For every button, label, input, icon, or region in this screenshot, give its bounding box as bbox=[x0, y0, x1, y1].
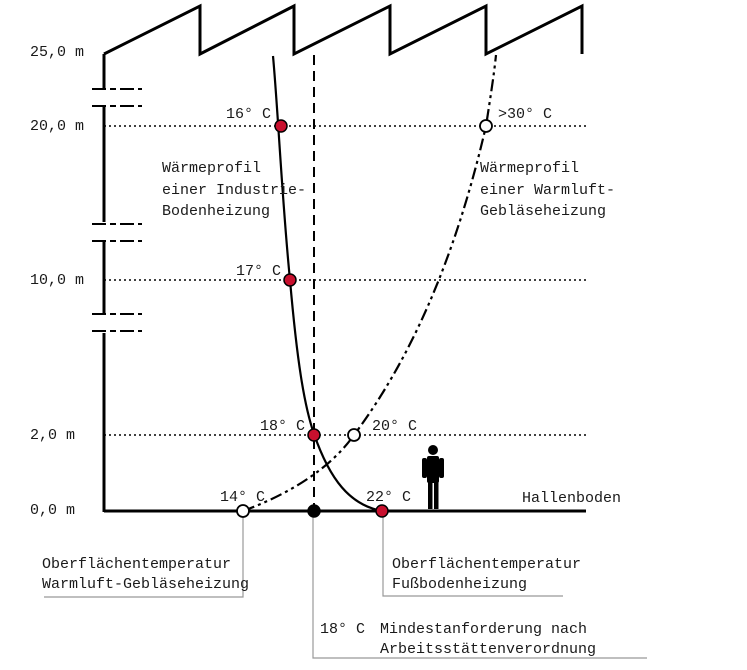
height-label-0: 0,0 m bbox=[30, 502, 75, 519]
temperature-labels: 16° C 17° C 18° C 22° C >30° C 20° C 14°… bbox=[220, 106, 552, 506]
wall-break-marks bbox=[92, 88, 142, 332]
height-label-10: 10,0 m bbox=[30, 272, 84, 289]
floor-profile-title: Wärmeprofil einer Industrie- Bodenheizun… bbox=[162, 160, 315, 220]
marker-floor-16 bbox=[274, 119, 288, 133]
marker-air-14 bbox=[236, 504, 250, 518]
callout-minimum-requirement: Mindestanforderung nach Arbeitsstättenve… bbox=[380, 621, 596, 658]
marker-air-20 bbox=[347, 428, 361, 442]
height-label-2: 2,0 m bbox=[30, 427, 75, 444]
marker-air-30 bbox=[479, 119, 493, 133]
temp-label-floor-22: 22° C bbox=[366, 489, 411, 506]
person-silhouette-icon bbox=[422, 445, 444, 509]
air-profile-title: Wärmeprofil einer Warmluft- Gebläseheizu… bbox=[480, 160, 624, 220]
temp-label-air-14: 14° C bbox=[220, 489, 265, 506]
marker-floor-18 bbox=[307, 428, 321, 442]
height-label-25: 25,0 m bbox=[30, 44, 84, 61]
temp-label-air-20: 20° C bbox=[372, 418, 417, 435]
marker-minimum bbox=[307, 504, 321, 518]
height-gridlines bbox=[104, 125, 586, 436]
callout-lines bbox=[44, 511, 647, 659]
floor-label: Hallenboden bbox=[522, 490, 621, 507]
temp-label-floor-17: 17° C bbox=[236, 263, 281, 280]
callout-minimum-temperature: 18° C bbox=[320, 621, 365, 638]
marker-floor-22 bbox=[375, 504, 389, 518]
floor-heating-profile-curve bbox=[271, 55, 383, 513]
callout-air-surface-temperature: Oberflächentemperatur Warmluft-Gebläsehe… bbox=[42, 556, 249, 593]
warm-air-profile-curve bbox=[242, 54, 498, 513]
temp-label-floor-18: 18° C bbox=[260, 418, 305, 435]
temperature-markers bbox=[236, 119, 493, 518]
marker-floor-17 bbox=[283, 273, 297, 287]
callout-floor-surface-temperature: Oberflächentemperatur Fußbodenheizung bbox=[392, 556, 590, 593]
height-labels: 25,0 m 20,0 m 10,0 m 2,0 m 0,0 m bbox=[30, 44, 84, 519]
temp-label-air-30: >30° C bbox=[498, 106, 552, 123]
height-label-20: 20,0 m bbox=[30, 118, 84, 135]
building-outline bbox=[102, 3, 584, 512]
temp-label-floor-16: 16° C bbox=[226, 106, 271, 123]
